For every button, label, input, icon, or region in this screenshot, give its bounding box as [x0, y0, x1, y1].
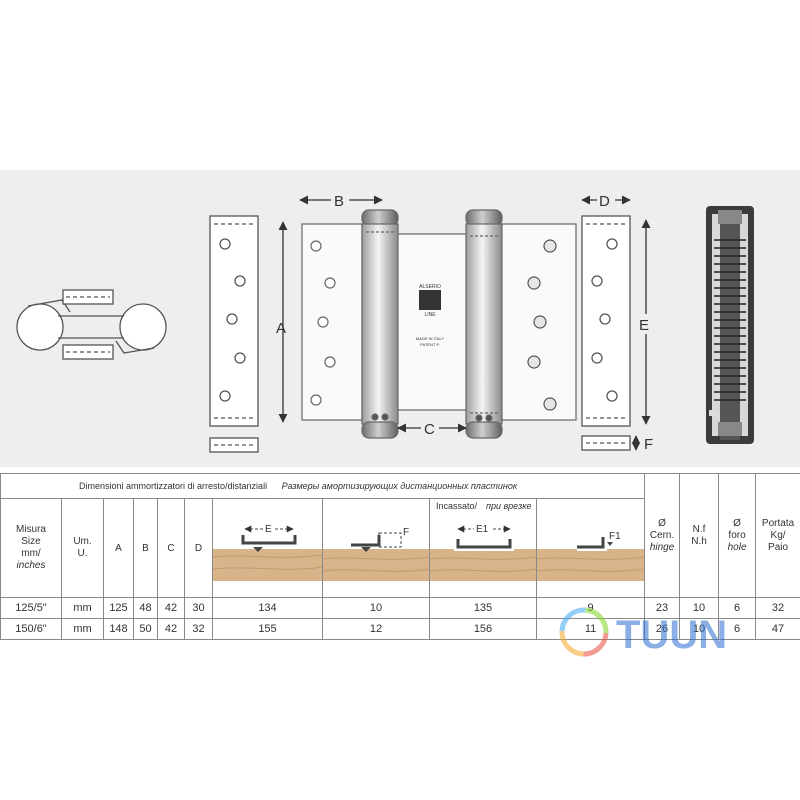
technical-drawing: A B — [0, 170, 800, 467]
svg-text:Incassato/: Incassato/ — [436, 501, 478, 511]
dimension-b: B — [299, 191, 383, 210]
section-view — [706, 206, 754, 444]
dimension-e-label: E — [639, 317, 649, 334]
dimension-e: E — [636, 219, 656, 425]
dimension-a: A — [276, 221, 288, 423]
svg-text:ALSERIO: ALSERIO — [419, 284, 441, 290]
col-nf-header: N.f N.h — [679, 473, 720, 598]
svg-text:E1: E1 — [476, 524, 489, 535]
dimension-a-label: A — [276, 320, 286, 337]
col-foro-header: Ø foro hole — [718, 473, 757, 598]
tuun-logo-icon: TUUN — [559, 607, 727, 657]
svg-text:при врезке: при врезке — [486, 501, 532, 511]
col-cern-header: Ø Cern. hinge — [644, 473, 681, 598]
watermark-text: TUUN — [616, 613, 727, 657]
dimension-f: F — [631, 435, 653, 453]
dimension-c: C — [397, 419, 467, 438]
hinge-front-view — [301, 209, 577, 439]
dimension-d-label: D — [599, 193, 610, 210]
diagram-e: E — [212, 498, 323, 598]
leaf-plate — [209, 215, 259, 453]
diagram-f1: F1 — [535, 498, 646, 598]
dimension-c-label: C — [424, 421, 435, 438]
col-b-header: B — [133, 498, 158, 598]
top-view — [16, 289, 167, 360]
table-title-row: Dimensioni ammortizzatori di arresto/dis… — [0, 473, 646, 499]
hinge-drawing-svg: A B — [16, 191, 754, 453]
col-um-header: Um. U. — [61, 498, 104, 598]
dimension-f-label: F — [644, 436, 653, 453]
svg-text:F1: F1 — [609, 531, 621, 542]
col-c-header: C — [157, 498, 185, 598]
svg-text:PATENT P.: PATENT P. — [420, 342, 440, 347]
svg-text:LINE: LINE — [424, 312, 436, 318]
col-size-header: Misura Size mm/ inches — [0, 498, 62, 598]
spec-table: Dimensioni ammortizzatori di arresto/dis… — [0, 473, 800, 640]
manufacturer-stamp: ALSERIO LINE MADE IN ITALY PATENT P. — [416, 284, 445, 347]
col-a-header: A — [103, 498, 134, 598]
dimension-d: D — [581, 191, 631, 210]
header-italian: Dimensioni ammortizzatori di arresto/dis… — [79, 481, 268, 491]
svg-text:MADE IN ITALY: MADE IN ITALY — [416, 336, 445, 341]
header-russian: Размеры амортизирующих дистанционных пла… — [281, 481, 518, 491]
diagram-e1: Incassato/ при врезке E1 — [429, 498, 537, 598]
dimension-b-label: B — [334, 193, 344, 210]
svg-text:E: E — [265, 524, 272, 535]
svg-text:F: F — [403, 527, 409, 538]
table-row: 125/5" mm 125 48 42 30 134 10 135 9 23 1… — [0, 597, 800, 619]
side-leaf-view — [581, 215, 631, 451]
diagram-f: F — [322, 498, 430, 598]
col-portata-header: Portata Kg/ Paio — [755, 473, 800, 598]
col-d-header: D — [184, 498, 213, 598]
table-row: 150/6" mm 148 50 42 32 155 12 156 11 26 … — [0, 618, 800, 640]
tuun-watermark: TUUN — [558, 606, 790, 658]
